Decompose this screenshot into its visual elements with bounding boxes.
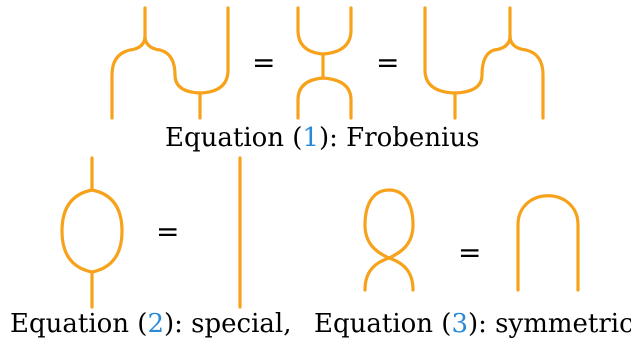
equals-sign-3: = bbox=[156, 215, 179, 248]
caption-symmetric-prefix: Equation ( bbox=[314, 309, 452, 339]
caption-symmetric: Equation (3): symmetric bbox=[314, 311, 631, 337]
frobenius-left-diagram bbox=[110, 6, 230, 120]
equation-reference-2[interactable]: 2 bbox=[147, 309, 164, 339]
equation-reference-1[interactable]: 1 bbox=[302, 123, 319, 153]
symmetric-left-diagram bbox=[363, 188, 415, 292]
special-left-diagram bbox=[60, 156, 124, 309]
caption-special: Equation (2): special, bbox=[10, 311, 292, 337]
caption-special-suffix: ): special, bbox=[164, 309, 292, 339]
caption-frobenius-suffix: ): Frobenius bbox=[319, 123, 480, 153]
caption-symmetric-suffix: ): symmetric bbox=[468, 309, 631, 339]
equals-sign-1: = bbox=[252, 46, 275, 79]
caption-frobenius: Equation (1): Frobenius bbox=[165, 125, 479, 151]
frobenius-right-diagram bbox=[423, 6, 545, 120]
caption-special-prefix: Equation ( bbox=[10, 309, 148, 339]
equals-sign-4: = bbox=[458, 236, 481, 269]
caption-frobenius-prefix: Equation ( bbox=[165, 123, 303, 153]
equation-reference-3[interactable]: 3 bbox=[451, 309, 468, 339]
symmetric-right-diagram bbox=[516, 194, 580, 292]
equals-sign-2: = bbox=[376, 46, 399, 79]
frobenius-middle-diagram bbox=[296, 6, 353, 120]
